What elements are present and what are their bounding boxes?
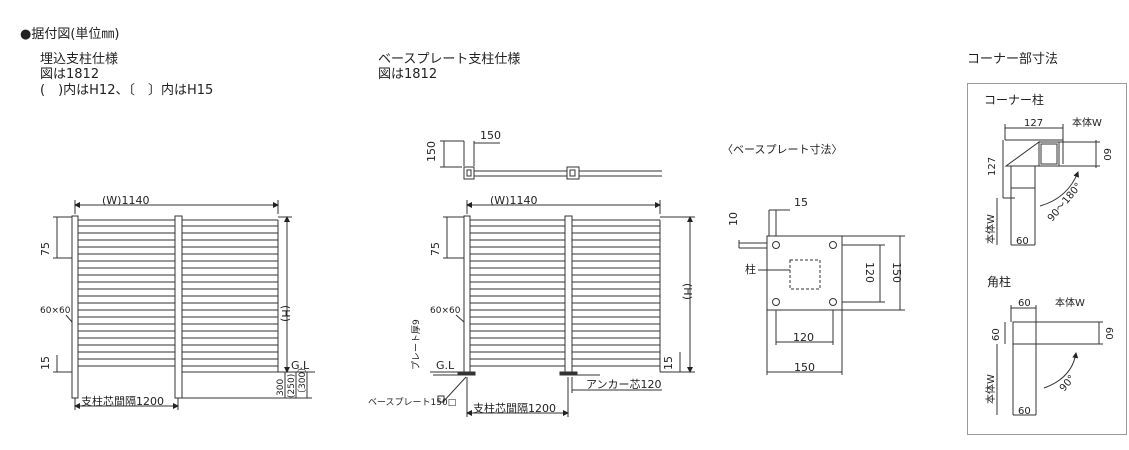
left-dim-75: 75 — [39, 242, 52, 256]
baseplate-drawing — [738, 209, 905, 375]
baseplate-d150h: 150 — [794, 361, 815, 374]
baseplate-post: 柱 — [745, 262, 756, 276]
middle-fence-drawing — [430, 140, 695, 417]
baseplate-d10: 10 — [727, 212, 740, 226]
middle-base-plate-label: ベースプレート150□ — [368, 397, 456, 408]
middle-anchor-label: アンカー芯120 — [586, 377, 662, 391]
square-s60r: 60 — [1103, 327, 1114, 340]
left-heading-3: ( )内はH12、〔 〕内はH15 — [40, 83, 214, 98]
middle-heading-2: 図は1812 — [378, 67, 438, 82]
baseplate-d120h: 120 — [793, 331, 814, 344]
left-fence-drawing — [53, 200, 315, 410]
left-heading-2: 図は1812 — [40, 67, 100, 82]
square-s60: 60 — [1018, 298, 1031, 309]
corner-post-heading: コーナー柱 — [984, 92, 1044, 107]
middle-plate-thickness: プレート厚9 — [411, 319, 422, 370]
middle-dim-15: 15 — [662, 356, 675, 370]
square-s60b: 60 — [1018, 406, 1031, 417]
middle-post-size: 60×60 — [430, 306, 461, 316]
square-post-heading: 角柱 — [987, 274, 1011, 289]
left-width-label: (W)1140 — [102, 194, 149, 207]
middle-dim-75: 75 — [429, 242, 442, 256]
baseplate-heading: 〈ベースプレート寸法〉 — [722, 142, 842, 156]
left-depth-300b: 〔300〕 — [297, 363, 308, 398]
left-depth-250: (250) — [287, 374, 297, 398]
square-angle: 90° — [1058, 373, 1078, 394]
square-body-w-v: 本体W — [984, 374, 997, 404]
corner-heading: コーナー部寸法 — [967, 52, 1059, 67]
square-body-w: 本体W — [1055, 296, 1085, 309]
left-spacing-label: 支柱芯間隔1200 — [81, 394, 164, 408]
baseplate-d15: 15 — [794, 196, 808, 209]
left-depth-300: 300 — [276, 379, 286, 396]
left-gl-label: G.L — [291, 359, 310, 372]
page-title: ●据付図(単位㎜) — [20, 27, 120, 42]
left-post-size: 60×60 — [40, 306, 71, 316]
square-s60v: 60 — [991, 328, 1002, 341]
corner-body-w: 本体W — [1072, 116, 1102, 129]
corner-c60b: 60 — [1016, 236, 1029, 247]
baseplate-d120v: 120 — [863, 262, 876, 283]
corner-body-w-v: 本体W — [984, 214, 997, 244]
left-height-label: (H) — [279, 305, 292, 322]
base-plate-square-icon — [437, 395, 445, 403]
middle-heading-1: ベースプレート支柱仕様 — [378, 52, 521, 67]
corner-c127: 127 — [1024, 118, 1043, 129]
corner-angle: 90〜180° — [1046, 181, 1085, 224]
left-heading-1: 埋込支柱仕様 — [40, 52, 119, 67]
corner-c60v: 60 — [1101, 148, 1112, 161]
square-post-drawing — [996, 305, 1103, 416]
middle-height-label: (H) — [681, 283, 694, 300]
corner-post-drawing — [996, 124, 1100, 246]
middle-gl-label: G.L — [436, 359, 455, 372]
corner-c127v: 127 — [987, 157, 998, 176]
baseplate-d150v: 150 — [890, 262, 903, 283]
middle-top-150b: 150 — [425, 141, 438, 162]
left-dim-15: 15 — [39, 356, 52, 370]
middle-top-150a: 150 — [480, 129, 501, 142]
middle-spacing-label: 支柱芯間隔1200 — [473, 401, 556, 415]
middle-width-label: (W)1140 — [490, 194, 537, 207]
